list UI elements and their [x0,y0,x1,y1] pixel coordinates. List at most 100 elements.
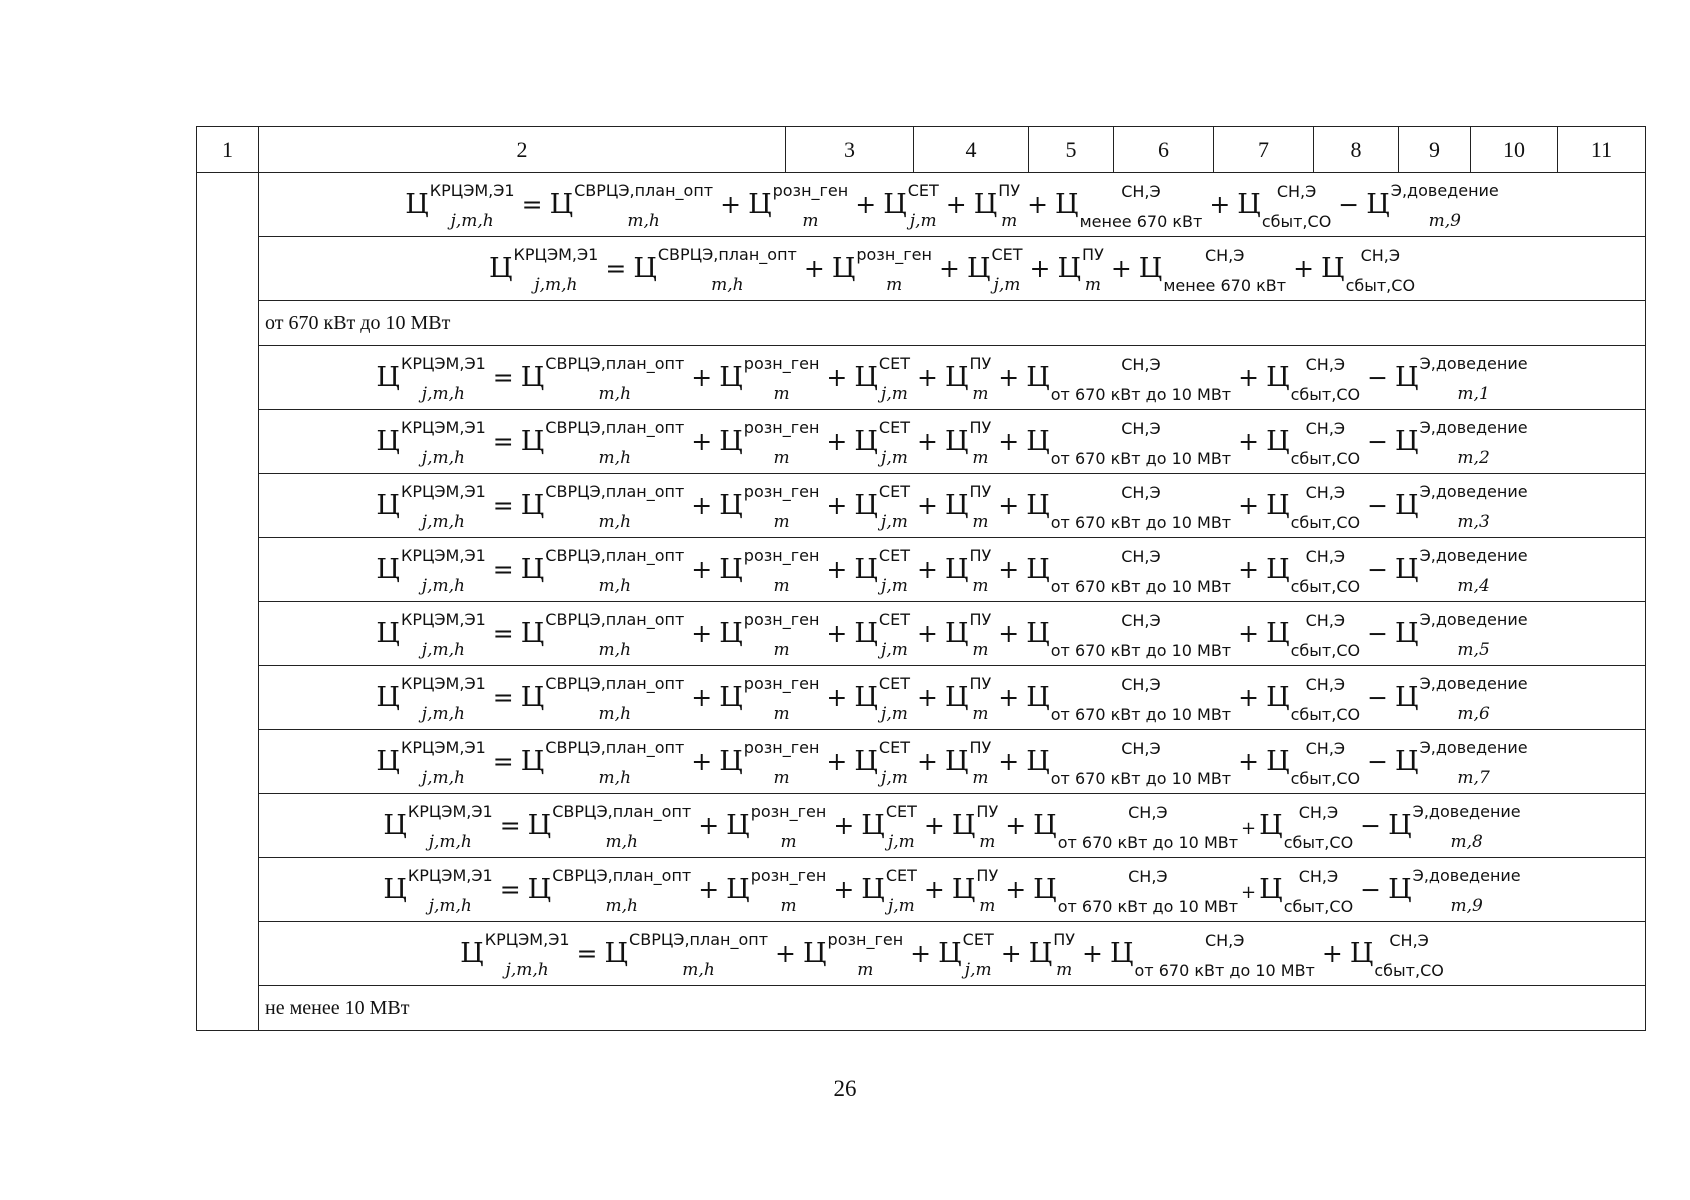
superscript: Э,доведение [1412,866,1521,885]
formula-symbol: Ц [376,426,400,457]
formula-symbol: Ц [376,554,400,585]
subscript: m [1084,275,1101,295]
formula-symbol: Ц [1395,682,1419,713]
superscript: ПУ [998,181,1021,200]
plus-sign: + [1029,254,1051,283]
plus-sign: + [916,427,938,456]
formula-symbol: Ц [854,554,878,585]
subscript: от 670 кВт до 10 МВт [1050,704,1232,724]
superscript: СВРЦЭ,план_опт [629,930,769,949]
subscript: j,m,h [421,448,465,468]
plus-sign: + [691,363,713,392]
subscript: m,8 [1450,832,1483,852]
plus-sign: + [1241,818,1257,839]
superscript: СН,Э [1305,546,1346,566]
plus-sign: + [1321,939,1343,968]
formula-symbol: Ц [520,362,545,393]
superscript: СН,Э [1121,738,1161,758]
subscript: j,m,h [534,275,578,295]
superscript: Э,доведение [1419,674,1528,693]
superscript: СН,Э [1305,738,1346,758]
subscript: m,1 [1457,384,1490,404]
superscript: СВРЦЭ,план_опт [545,738,685,757]
subscript: m,h [598,448,632,468]
superscript: КРЦЭМ,Э1 [484,930,570,949]
superscript: СН,Э [1389,930,1429,950]
plus-sign: + [938,254,960,283]
subscript: m [979,896,996,916]
formula-symbol: Ц [854,682,878,713]
subscript: m [773,640,790,660]
formula-symbol: Ц [1266,682,1290,713]
subscript: от 670 кВт до 10 МВт [1050,576,1232,596]
plus-sign: + [1005,875,1027,904]
formula-symbol: Ц [748,189,772,220]
superscript: СЕТ [885,802,917,821]
superscript: СН,Э [1305,674,1346,694]
superscript: СН,Э [1305,354,1346,374]
formula-symbol: Ц [719,362,743,393]
plus-sign: + [826,619,848,648]
formula-symbol: Ц [1266,554,1290,585]
subscript: j,m [881,384,908,404]
subscript: j,m [887,832,915,852]
superscript: КРЦЭМ,Э1 [407,802,493,821]
plus-sign: + [1293,254,1315,283]
subscript: m [773,576,790,596]
superscript: КРЦЭМ,Э1 [400,610,486,629]
formula-symbol: Ц [383,810,407,841]
plus-sign: + [1209,190,1231,219]
plus-sign: + [998,619,1020,648]
superscript: СВРЦЭ,план_опт [545,546,685,565]
formula-symbol: Ц [549,189,574,220]
formula-symbol: Ц [376,362,400,393]
superscript: СЕТ [907,181,939,200]
formula-symbol: Ц [719,618,743,649]
superscript: СН,Э [1360,245,1401,265]
subscript: m [802,211,819,231]
equals-sign: = [492,619,514,648]
formula-symbol: Ц [1026,554,1050,585]
subscript: сбыт,СО [1283,896,1354,916]
subscript: j,m [887,896,915,916]
subscript: сбыт,СО [1290,640,1361,660]
minus-sign: − [1367,683,1389,712]
superscript: Э,доведение [1419,738,1528,757]
subscript: j,m [881,448,908,468]
superscript: КРЦЭМ,Э1 [400,354,486,373]
plus-sign: + [691,427,713,456]
formula-symbol: Ц [1057,253,1082,284]
